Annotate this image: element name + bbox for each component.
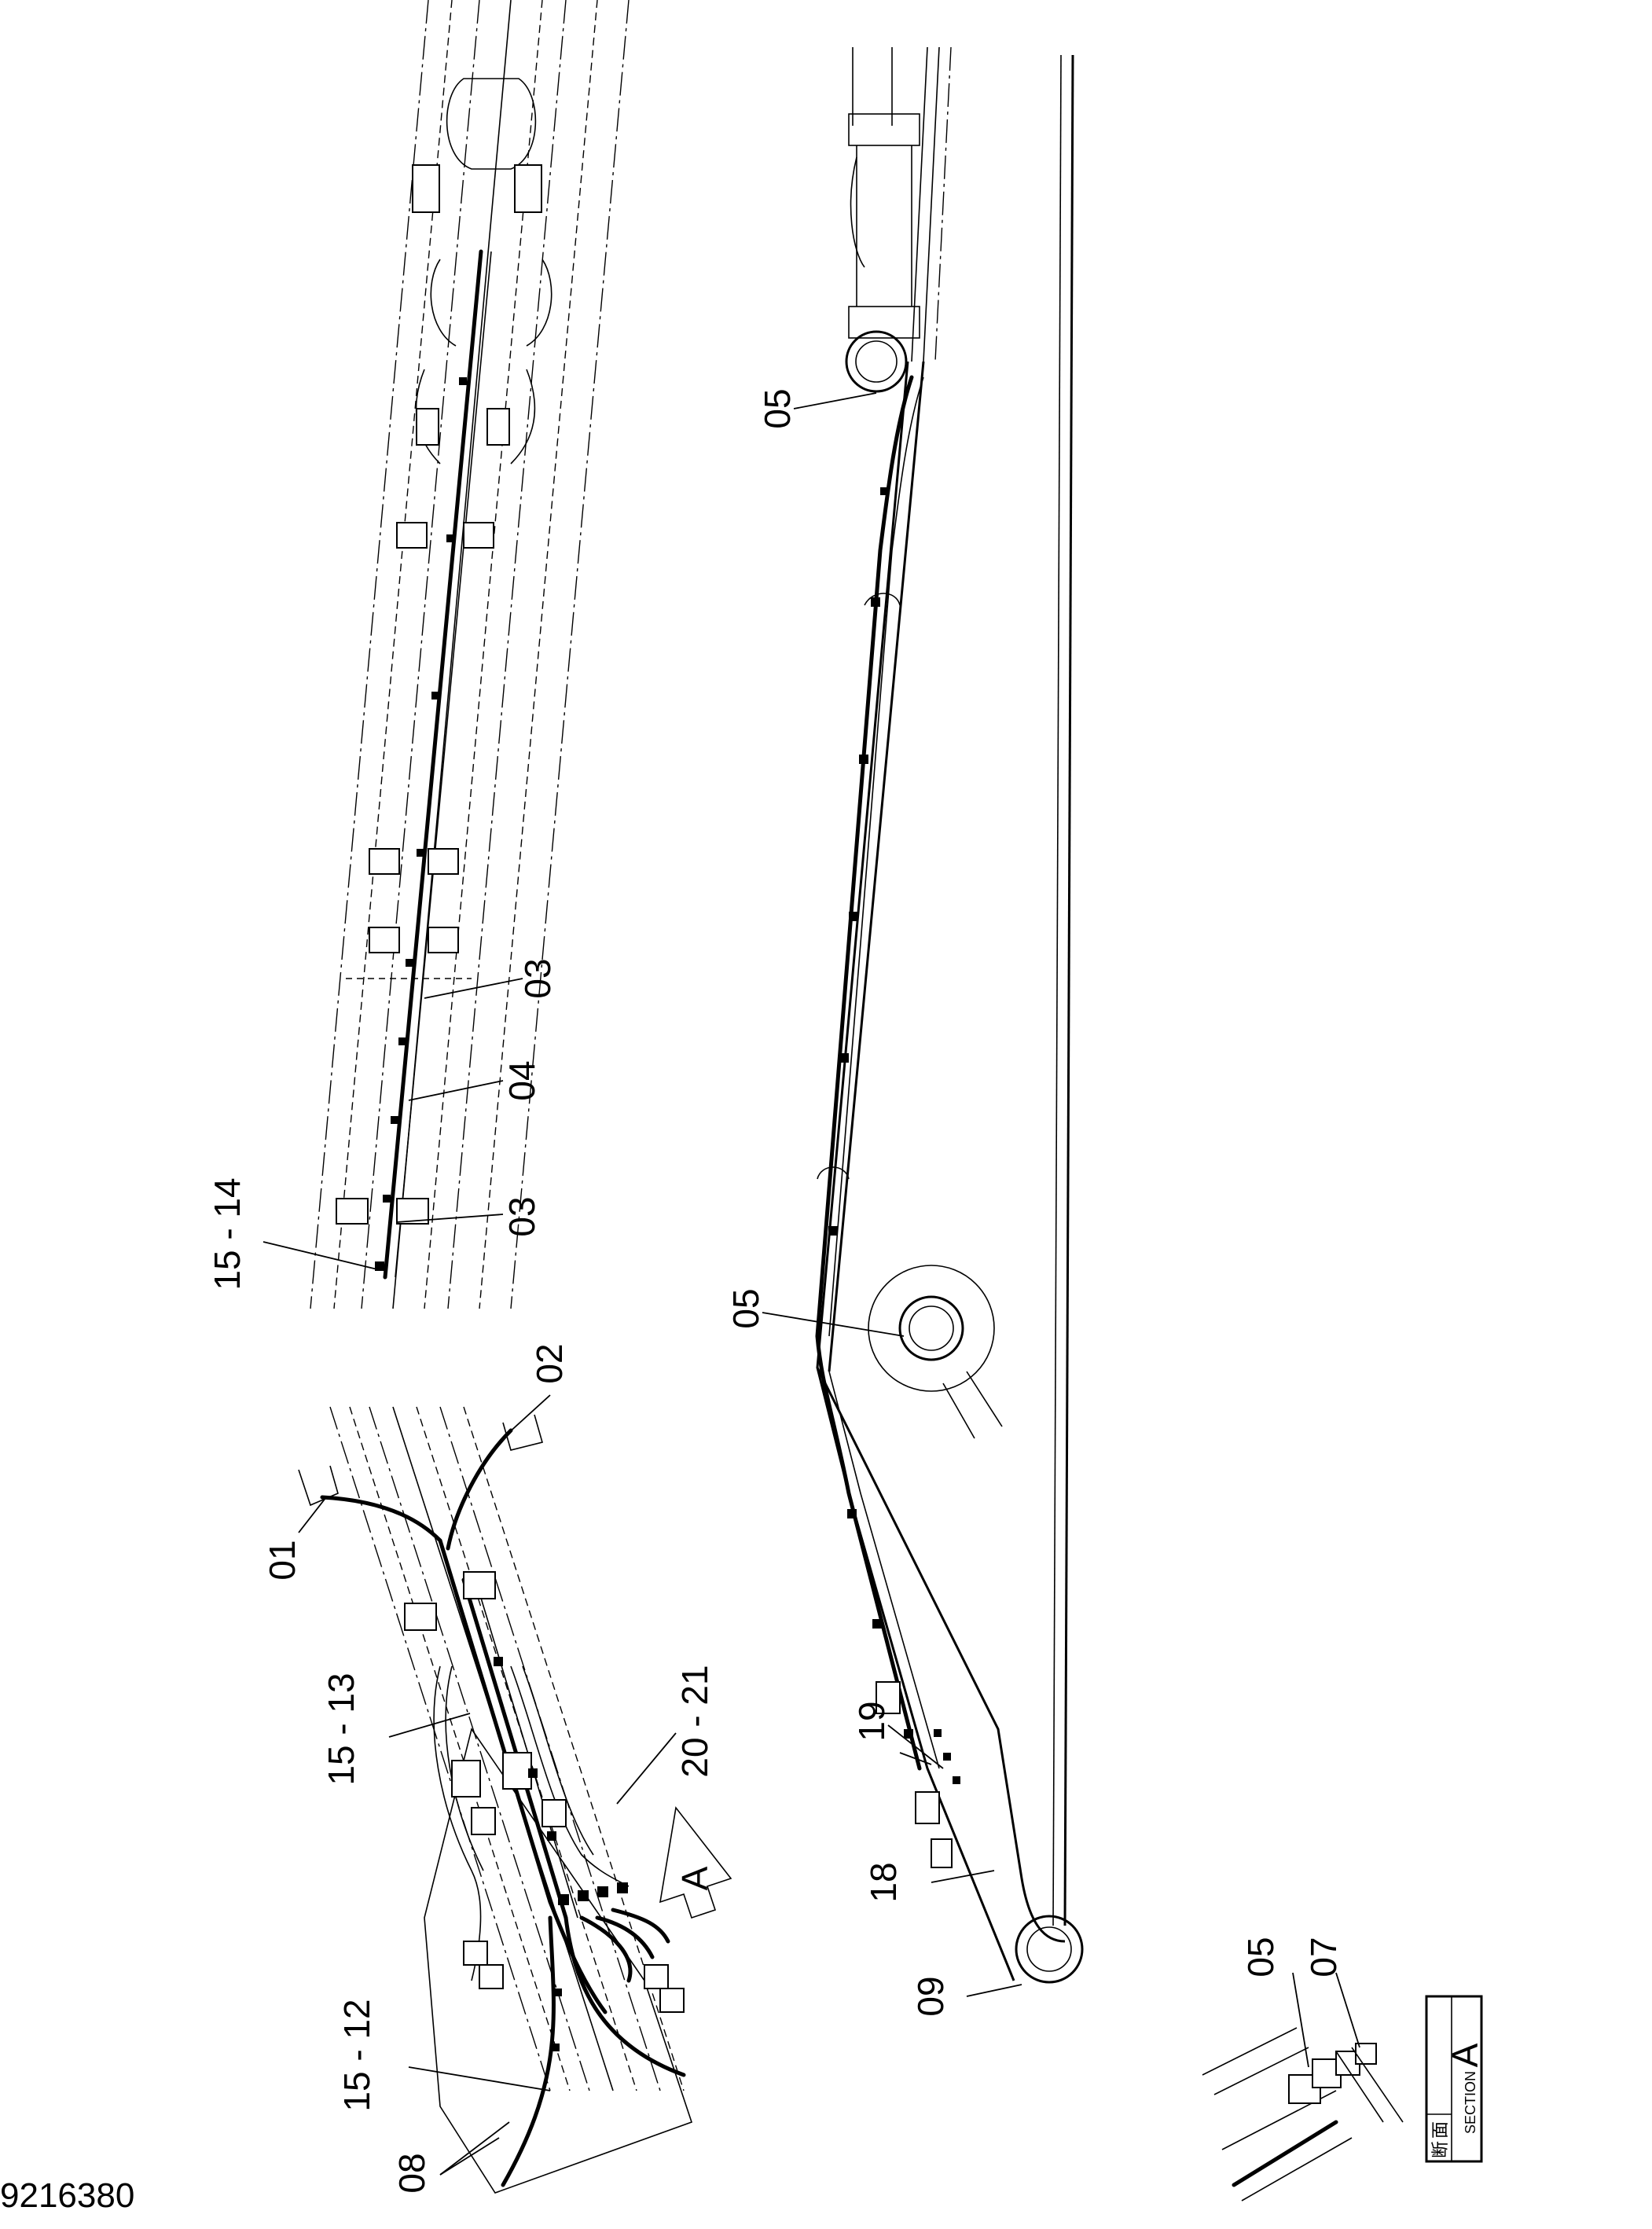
- callout-15-14: 15 - 14: [207, 1177, 248, 1290]
- callout-03-lower: 03: [501, 1196, 542, 1236]
- upper-boom-view: [310, 0, 630, 1309]
- view-arrow-label: A: [674, 1866, 715, 1890]
- document-number: 9216380: [0, 2176, 135, 2215]
- callout-07: 07: [1303, 1937, 1344, 1977]
- view-arrow-a: A: [659, 1806, 732, 1919]
- callout-18: 18: [863, 1862, 904, 1902]
- section-kanji-1: 断: [1430, 2141, 1450, 2158]
- callout-04: 04: [501, 1060, 542, 1100]
- callout-03-upper: 03: [517, 958, 558, 998]
- section-word: SECTION: [1463, 2071, 1478, 2134]
- callout-05-mid: 05: [725, 1288, 766, 1328]
- section-letter: A: [1445, 2043, 1485, 2067]
- lower-manifold-view: [298, 1406, 693, 2194]
- callout-05-top: 05: [757, 388, 798, 428]
- arm-profile-view: [815, 46, 1084, 1984]
- section-kanji-2: 面: [1430, 2121, 1450, 2139]
- callout-05-section: 05: [1240, 1937, 1281, 1977]
- callout-15-13: 15 - 13: [321, 1673, 362, 1785]
- callout-02: 02: [529, 1343, 570, 1383]
- callout-01: 01: [262, 1540, 303, 1580]
- callout-19: 19: [851, 1701, 892, 1741]
- callout-09: 09: [910, 1976, 951, 2016]
- leader-lines: [262, 392, 1360, 2176]
- section-label-box: A 断 面 SECTION: [1425, 1995, 1485, 2163]
- callout-15-12: 15 - 12: [336, 1999, 377, 2111]
- callout-labels: 01 02 03 04 03 15 - 14 15 - 13 20 - 21 1…: [207, 388, 1344, 2193]
- section-a-detail: [1202, 2027, 1404, 2201]
- callout-20-21: 20 - 21: [674, 1665, 715, 1777]
- callout-08: 08: [391, 2153, 432, 2193]
